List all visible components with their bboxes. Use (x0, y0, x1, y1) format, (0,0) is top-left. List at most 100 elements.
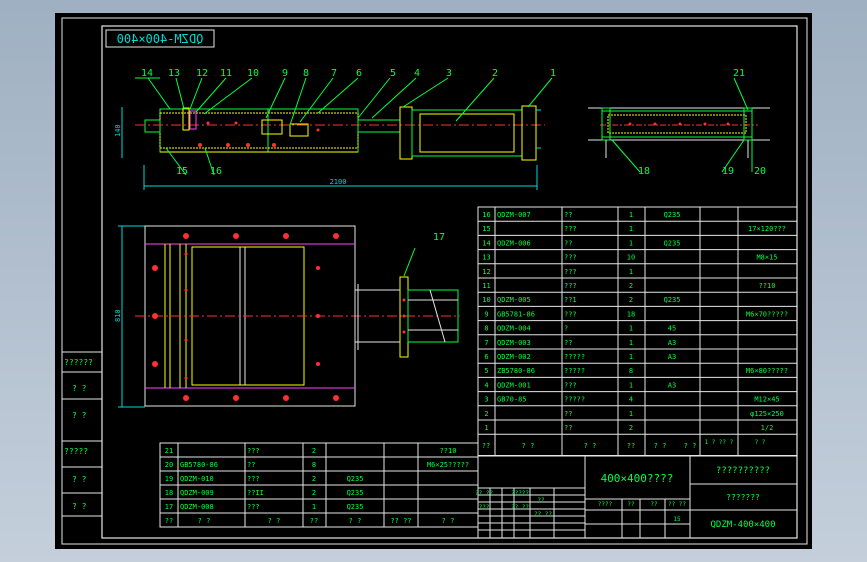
plan-view (118, 225, 460, 408)
part-name: ??? (564, 225, 577, 233)
part-no: 4 (484, 381, 488, 389)
part-name: ????? (564, 367, 585, 375)
part-note: ??10 (759, 282, 776, 290)
callout-14: 14 (141, 68, 153, 79)
callout-21: 21 (733, 68, 745, 79)
part-no: 5 (484, 367, 488, 375)
part-no: 17 (165, 503, 173, 511)
part-note: φ125×250 (750, 410, 784, 418)
callout-12: 12 (196, 68, 208, 79)
part-code: QDZM-005 (497, 296, 531, 304)
callout-20: 20 (754, 166, 766, 177)
part-note: ??10 (440, 447, 457, 455)
part-note: M12×45 (754, 396, 779, 404)
drawing-background (55, 13, 812, 549)
callout-11: 11 (220, 68, 232, 79)
part-note: 1/2 (761, 424, 774, 432)
part-no: 21 (165, 447, 173, 455)
part-name: ??1 (564, 296, 577, 304)
part-code: GB5780-86 (180, 461, 218, 469)
part-qty: 2 (629, 424, 633, 432)
product-name: 400×400???? (601, 472, 674, 485)
part-material: A3 (668, 339, 676, 347)
part-name: ??? (247, 475, 260, 483)
lower-header: ? ? (349, 517, 362, 525)
part-no: 20 (165, 461, 173, 469)
parts-header: ? ? (654, 442, 667, 450)
part-qty: 1 (629, 225, 633, 233)
lower-header: ?? (165, 517, 173, 525)
part-material: Q235 (347, 489, 364, 497)
plan-view-holes (152, 233, 406, 401)
lower-header: ?? ?? (390, 517, 411, 525)
left-strip-label: ????? (64, 447, 88, 456)
parts-header: ?? (482, 442, 490, 450)
title-grid-label: ?? ?? (534, 511, 552, 518)
part-no: 1 (484, 424, 488, 432)
dim-length: 2100 (330, 178, 347, 186)
part-code: QDZM-003 (497, 339, 531, 347)
callout-6: 6 (356, 68, 362, 79)
part-qty: 18 (627, 310, 635, 318)
part-name: ????? (564, 353, 585, 361)
part-qty: 8 (629, 367, 633, 375)
part-name: ??? (564, 254, 577, 262)
parts-header: ?? (627, 442, 635, 450)
part-name: ??? (564, 282, 577, 290)
part-no: 3 (484, 396, 488, 404)
lower-header: ? ? (442, 517, 455, 525)
part-qty: 1 (629, 325, 633, 333)
part-name: ??? (247, 447, 260, 455)
part-material: Q235 (347, 475, 364, 483)
left-strip-label: ? ? (72, 384, 87, 393)
part-no: 10 (482, 296, 490, 304)
callout-1: 1 (550, 68, 556, 79)
part-no: 14 (482, 239, 490, 247)
part-qty: 2 (312, 475, 316, 483)
callout-8: 8 (303, 68, 309, 79)
part-material: 45 (668, 325, 676, 333)
part-note: M6×25????? (427, 461, 469, 469)
part-note: M8×15 (756, 254, 777, 262)
part-name: ????? (564, 396, 585, 404)
code-box-text: QDZM-400×400 (117, 32, 204, 46)
title-grid-label: ?? (537, 497, 545, 504)
callout-15: 15 (176, 166, 188, 177)
part-no: 6 (484, 353, 488, 361)
part-qty: 1 (629, 339, 633, 347)
callout-2: 2 (492, 68, 498, 79)
part-code: QDZM-009 (180, 489, 214, 497)
callout-3: 3 (446, 68, 452, 79)
part-code: QDZM-004 (497, 325, 531, 333)
side-view-assembly (121, 77, 553, 190)
left-strip-label: ? ? (72, 502, 87, 511)
part-no: 2 (484, 410, 488, 418)
dim-height: 140 (114, 124, 122, 137)
part-no: 9 (484, 310, 488, 318)
left-strip-label: ? ? (72, 411, 87, 420)
part-name: ?? (564, 211, 572, 219)
part-qty: 1 (629, 410, 633, 418)
part-qty: 2 (629, 282, 633, 290)
callout-9: 9 (282, 68, 288, 79)
title-grid-label: ??? (479, 504, 490, 511)
part-code: ZB5780-86 (497, 367, 535, 375)
title-grid-label: ????? (511, 490, 529, 497)
left-strip-labels: ?????? ? ? ? ? ????? ? ? ? ? (64, 358, 93, 511)
part-note: M6×70????? (746, 310, 788, 318)
part-no: 12 (482, 268, 490, 276)
part-qty: 8 (312, 461, 316, 469)
part-code: GB5781-86 (497, 310, 535, 318)
part-no: 7 (484, 339, 488, 347)
part-no: 15 (482, 225, 490, 233)
part-name: ??? (564, 310, 577, 318)
title-grid-label: ?? ?? (668, 501, 686, 508)
left-strip (61, 351, 103, 517)
part-code: QDZM-008 (180, 503, 214, 511)
end-view (588, 77, 770, 173)
parts-header: ? ? (584, 442, 597, 450)
dim-plan-width: 810 (114, 309, 122, 322)
part-material: Q235 (664, 296, 681, 304)
